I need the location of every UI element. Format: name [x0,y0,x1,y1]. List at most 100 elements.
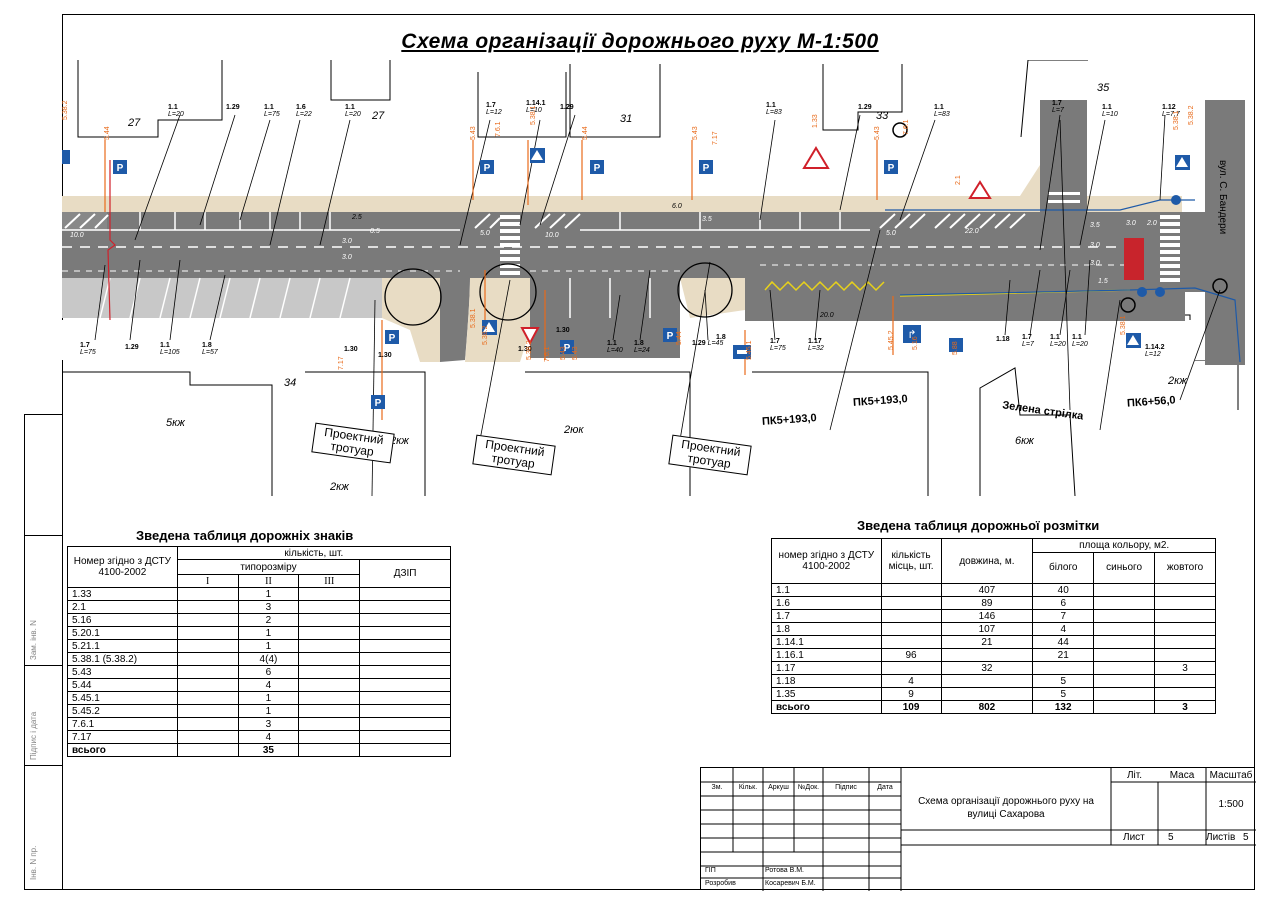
side-label: Інв. N пр. [29,845,38,880]
cell-places [880,609,942,623]
cell-places [880,596,942,610]
cell-white [1032,661,1095,675]
stamp-col: Аркуш [768,784,789,791]
th-size-ii: II [237,574,300,588]
dimension: 3.0 [342,238,352,245]
house-number: 27 [372,110,385,122]
stamp-col: Дата [877,784,893,791]
side-label: Зам. інв. N [29,620,38,660]
svg-text:P: P [667,331,674,342]
street-label: вул. С. Бандери [1217,160,1228,235]
cell-dzip [359,613,451,627]
cell-white: 44 [1032,635,1095,649]
dimension: 22.0 [965,228,979,235]
marking-label: 1.30 [518,346,532,353]
dimension: 5.0 [480,230,490,237]
sign-code-label: 5.38.1 [1120,315,1127,335]
cell-code: 5.43 [67,665,178,679]
svg-text:P: P [564,343,571,354]
cell-yellow [1154,609,1216,623]
cell-white: 7 [1032,609,1095,623]
cell-code: 1.18 [771,674,882,688]
sign-code-label: 7.6.1 [544,346,551,362]
cell-i [176,600,239,614]
cell-iii [298,678,361,692]
marking-label: 1.30 [556,327,570,334]
cell-iii [298,652,361,666]
cell-ii: 4 [237,730,300,744]
cell-code: 5.20.1 [67,626,178,640]
sign-code-label: 5.44 [676,331,683,345]
cell-yellow [1154,648,1216,662]
cell-dzip [359,600,451,614]
cell-iii [298,587,361,601]
crosswalks [500,192,1180,282]
stamp-name: Косаревич Б.М. [765,880,816,887]
area-label: 2кж [330,481,349,493]
area-label: 6кж [1015,435,1034,447]
svg-text:P: P [703,163,710,174]
cell-blue [1093,635,1156,649]
sign-code-label: 5.45.2 [888,330,895,350]
area-label: 5кж [166,417,185,429]
cell-places [880,583,942,597]
marking-label: 1.29 [125,344,139,351]
bike-box [1124,238,1144,280]
sign-code-label: 7.6.1 [903,119,910,135]
sign-code-label: 7.17 [338,356,345,370]
dimension: 0.5 [370,228,380,235]
cell-code: 1.17 [771,661,882,675]
cell-iii [298,613,361,627]
svg-text:P: P [389,333,396,344]
dimension: 3.5 [702,216,712,223]
sign-code-label: 5.38.1 [530,105,537,125]
svg-text:P: P [375,398,382,409]
signs-total-label: всього [67,743,178,757]
cell-yellow [1154,635,1216,649]
cell-code: 7.17 [67,730,178,744]
cell-i [176,678,239,692]
dimension: 2.5 [352,214,362,221]
cell-code: 5.45.1 [67,691,178,705]
sign-code-label: 5.38.2 [62,100,69,120]
cell-i [176,587,239,601]
cell-dzip [359,665,451,679]
stamp-lit: Літ. [1126,770,1143,781]
cell-yellow: 3 [1154,661,1216,675]
cell-dzip [359,652,451,666]
th-code: Номер згідно з ДСТУ 4100-2002 [67,546,178,588]
house-number: 33 [876,110,889,122]
cell-blue [1093,661,1156,675]
stamp-sheet-label: Лист [1123,832,1145,843]
cell-i [176,717,239,731]
cell-code: 1.35 [771,687,882,701]
sign-code-label: 5.43 [572,346,579,360]
side-label: Підпис і дата [29,711,38,760]
cell-ii: 3 [237,600,300,614]
signs-total: 35 [237,743,300,757]
th-code: номер згідно з ДСТУ 4100-2002 [771,538,882,584]
sign-code-label: 5.43 [874,126,881,140]
stamp-role: Розробив [705,880,736,887]
house-number: 34 [284,377,297,389]
cell-code: 5.16 [67,613,178,627]
cell-i [176,626,239,640]
